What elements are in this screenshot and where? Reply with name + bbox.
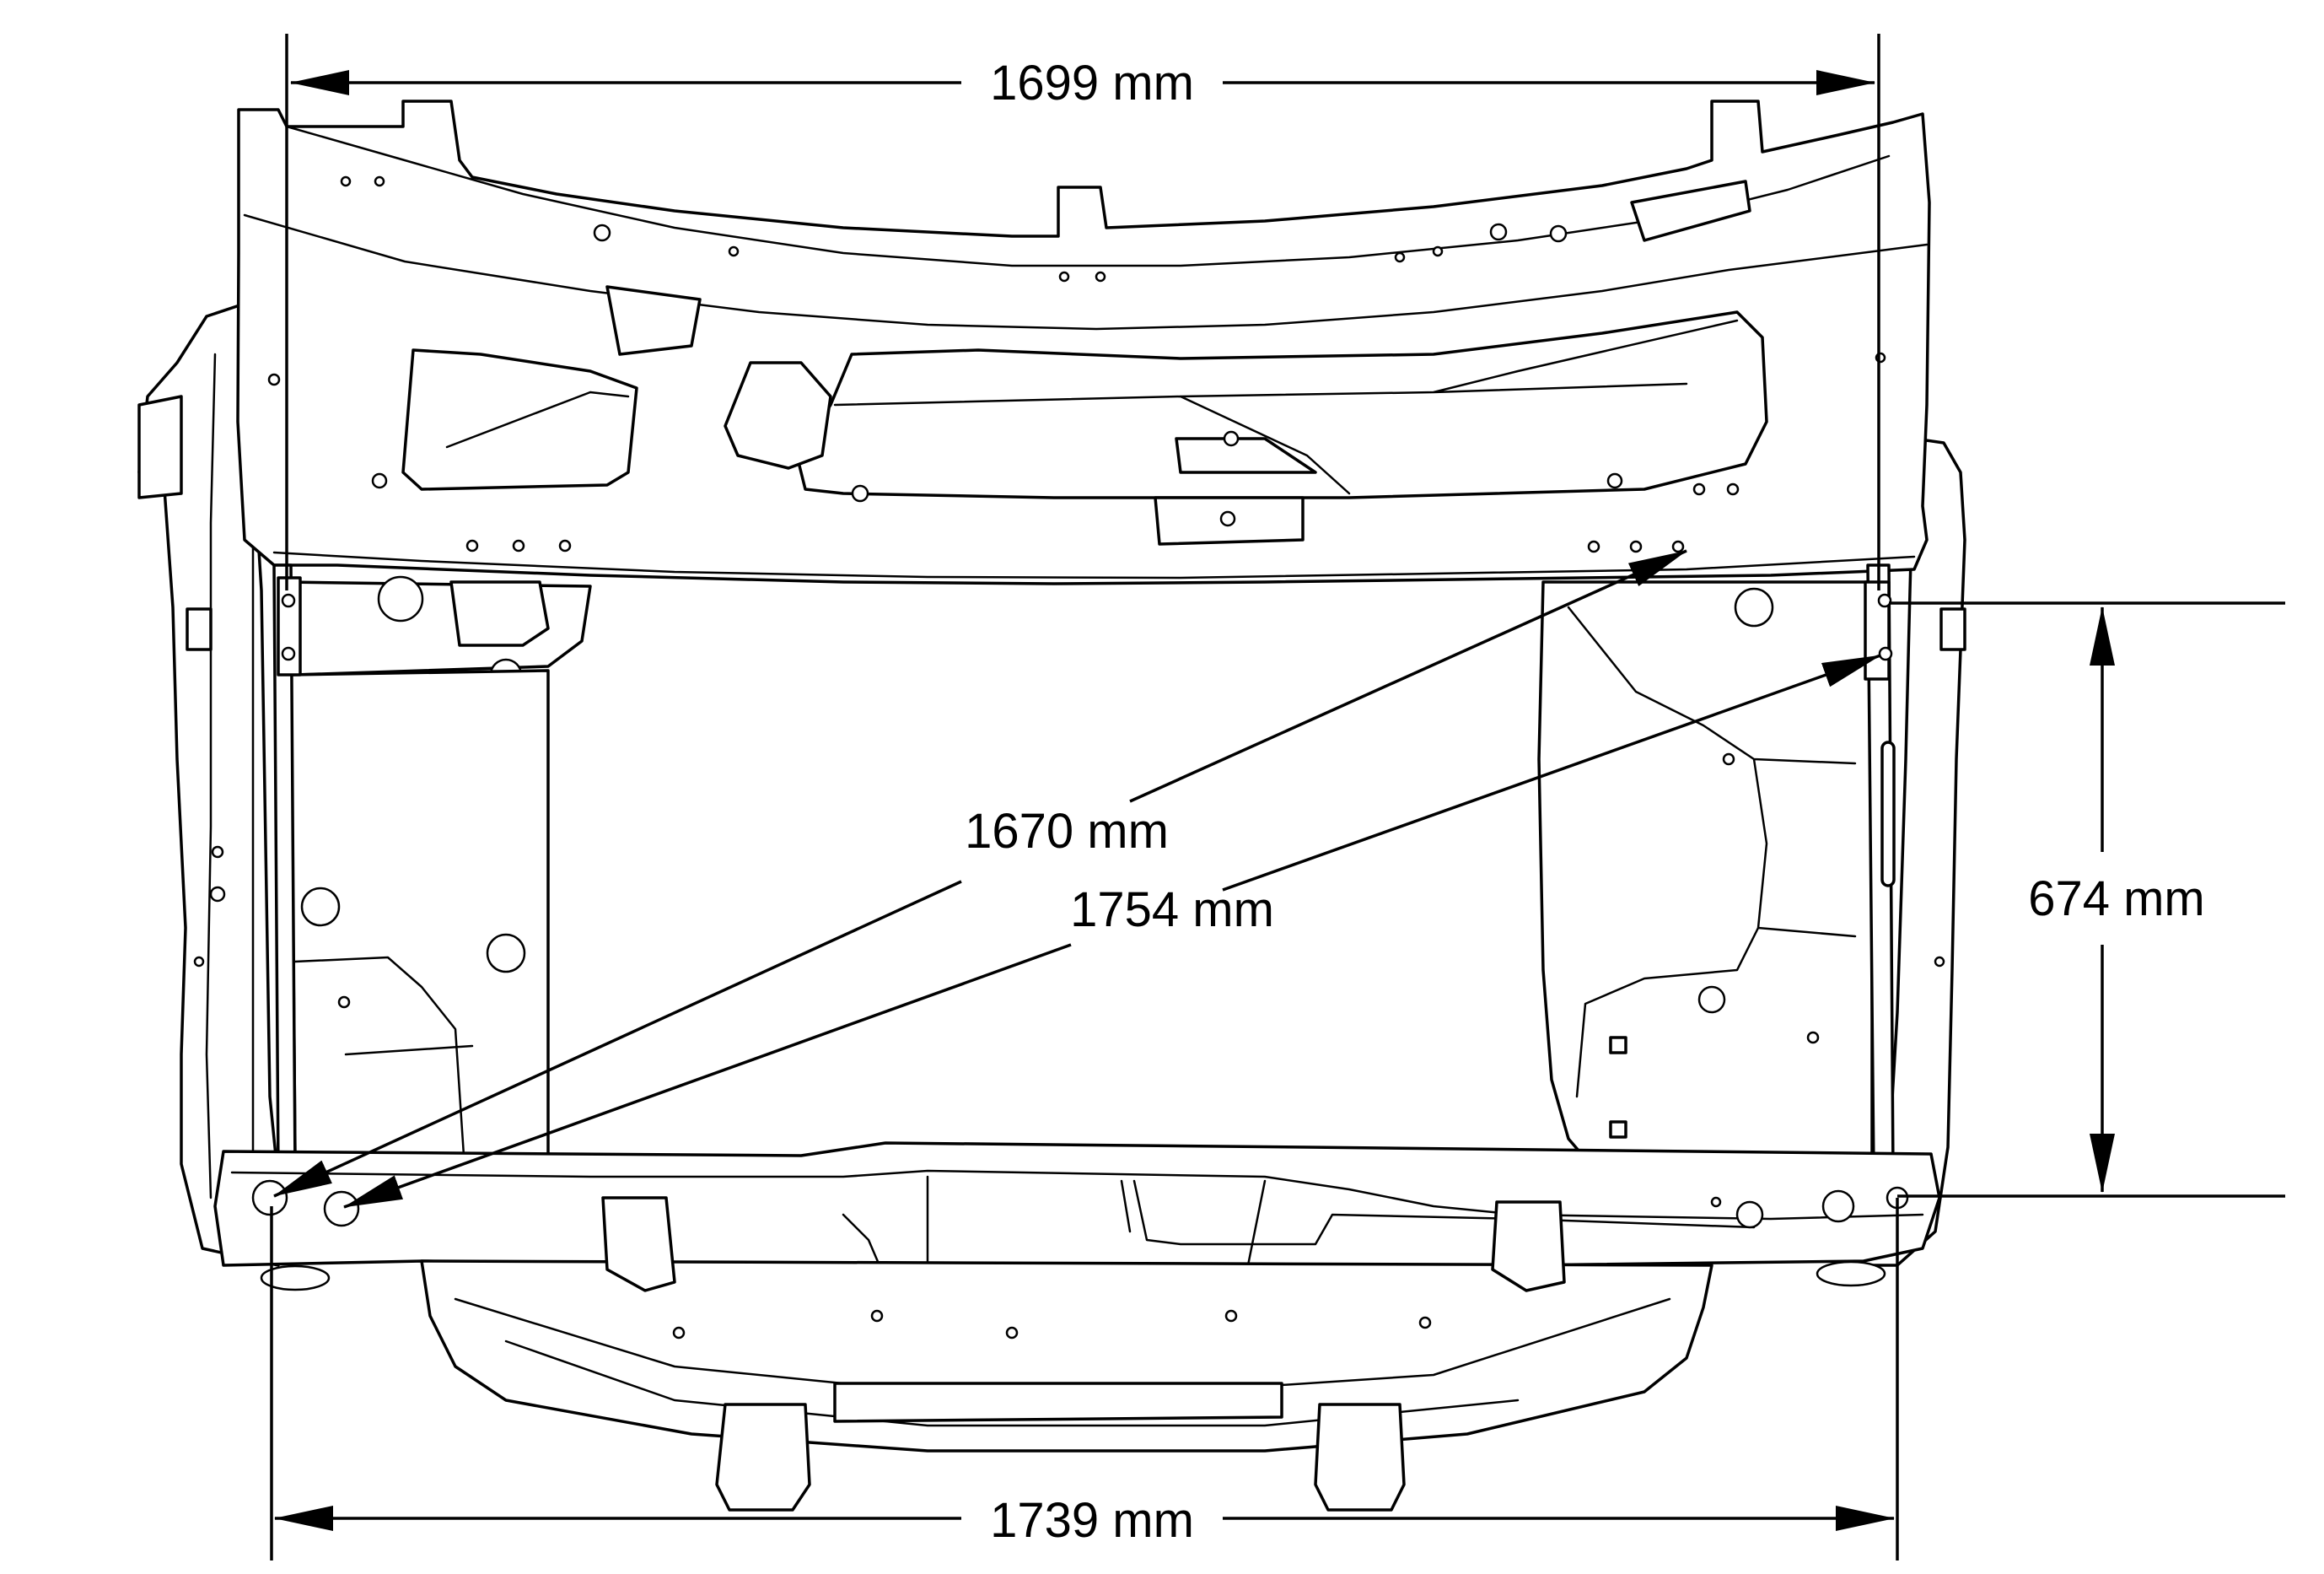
tie-bar-fold-lower (243, 213, 1929, 331)
center-duct-fold (833, 319, 1739, 495)
right-lower-mount-hole (1878, 646, 1893, 661)
right-wheelhouse (1537, 580, 1874, 1170)
dimension-labels: 1699 mm 1670 mm 1754 mm 674 mm 1739 mm (965, 56, 2205, 1548)
left-rail-inner (293, 956, 474, 1157)
right-latch-bracket (1491, 1200, 1566, 1292)
right-handle-slot (1630, 180, 1751, 242)
right-wheelhouse-contour (1567, 606, 1857, 1098)
dim-label-diagonal-short: 1670 mm (965, 804, 1169, 859)
left-baffle-fold (445, 391, 630, 449)
tie-bar-holes (267, 175, 1886, 553)
lower-bumper-support (420, 1259, 1713, 1453)
dim-label-right-height: 674 mm (2028, 871, 2205, 926)
diag-1754-lower (343, 943, 1072, 1209)
center-air-duct (795, 310, 1768, 499)
left-duct-mount (724, 361, 832, 470)
left-tow-bracket (715, 1403, 811, 1512)
lower-holes (251, 1179, 1909, 1340)
right-post-long-slot (1880, 741, 1896, 887)
center-lower-plate (833, 1382, 1283, 1423)
right-apron-tab (1939, 607, 1966, 651)
left-apron-tab (186, 607, 212, 651)
dimension-lines (270, 34, 2285, 1561)
dim-label-bottom: 1739 mm (990, 1493, 1194, 1548)
left-bracket-block (137, 395, 183, 499)
diag-1670-upper (1129, 549, 1687, 803)
dim-label-top: 1699 mm (990, 56, 1194, 111)
left-lower-tab (605, 285, 702, 356)
left-lower-mount-hole (281, 646, 296, 661)
right-small-tab-b (1609, 1120, 1627, 1139)
left-upper-mount-hole (281, 593, 296, 608)
right-small-tab-a (1609, 1036, 1627, 1054)
diag-1670-lower (273, 880, 962, 1198)
left-latch-bracket (601, 1196, 676, 1292)
left-apron-edge (205, 353, 255, 1199)
right-tow-bracket (1314, 1403, 1406, 1512)
left-pocket-window (449, 580, 550, 647)
dim-label-diagonal-long: 1754 mm (1070, 882, 1274, 937)
cross-member-fold (230, 1169, 1924, 1275)
front-structure (137, 100, 1966, 1512)
right-upper-mount-hole (1877, 593, 1892, 608)
diag-1754-upper (1222, 654, 1881, 892)
